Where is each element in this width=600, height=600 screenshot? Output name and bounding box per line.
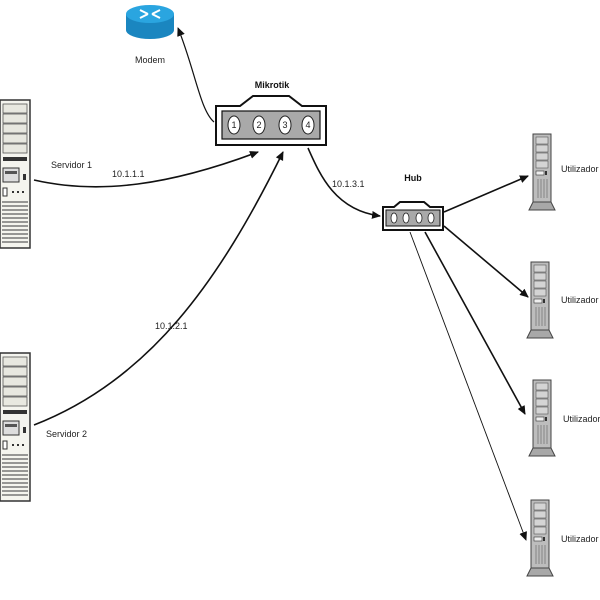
mikrotik-port-3-label: 3 [282, 120, 287, 130]
utilizador3-tower-icon[interactable] [528, 379, 556, 457]
link-mikrotik-modem [177, 27, 215, 123]
utilizador2-label: Utilizador 2 [561, 295, 600, 305]
link-hub-utilizador3 [424, 231, 526, 415]
link-label-servidor1: 10.1.1.1 [112, 169, 145, 179]
mikrotik-port-4-label: 4 [305, 120, 310, 130]
mikrotik-port-2-label: 2 [256, 120, 261, 130]
modem-label: Modem [135, 55, 165, 65]
link-mikrotik-hub [307, 147, 381, 219]
link-hub-utilizador4 [409, 231, 527, 541]
link-hub-utilizador1 [443, 175, 529, 213]
utilizador4-label: Utilizador 4 [561, 534, 600, 544]
link-label-hub: 10.1.3.1 [332, 179, 365, 189]
servidor1-server-icon[interactable] [0, 99, 31, 249]
servidor2-label: Servidor 2 [46, 429, 87, 439]
link-servidor2-mikrotik [33, 151, 284, 426]
servidor2-server-icon[interactable] [0, 352, 31, 502]
mikrotik-port-1-label: 1 [231, 120, 236, 130]
utilizador3-label: Utilizador 3 [563, 414, 600, 424]
link-hub-utilizador2 [443, 225, 529, 298]
utilizador4-tower-icon[interactable] [526, 499, 554, 577]
hub-label: Hub [404, 173, 422, 183]
servidor1-label: Servidor 1 [51, 160, 92, 170]
utilizador2-tower-icon[interactable] [526, 261, 554, 339]
mikrotik-router-icon[interactable]: 1 2 3 4 [215, 95, 327, 146]
link-label-servidor2: 10.1.2.1 [155, 321, 188, 331]
utilizador1-label: Utilizador 1 [561, 164, 600, 174]
modem-router-icon[interactable] [126, 5, 174, 39]
hub-icon[interactable] [382, 201, 444, 231]
mikrotik-port-4 [301, 115, 315, 135]
utilizador1-tower-icon[interactable] [528, 133, 556, 211]
mikrotik-port-3 [278, 115, 292, 135]
mikrotik-port-1 [227, 115, 241, 135]
mikrotik-port-2 [252, 115, 266, 135]
link-servidor1-mikrotik [33, 151, 259, 188]
mikrotik-label: Mikrotik [255, 80, 291, 90]
